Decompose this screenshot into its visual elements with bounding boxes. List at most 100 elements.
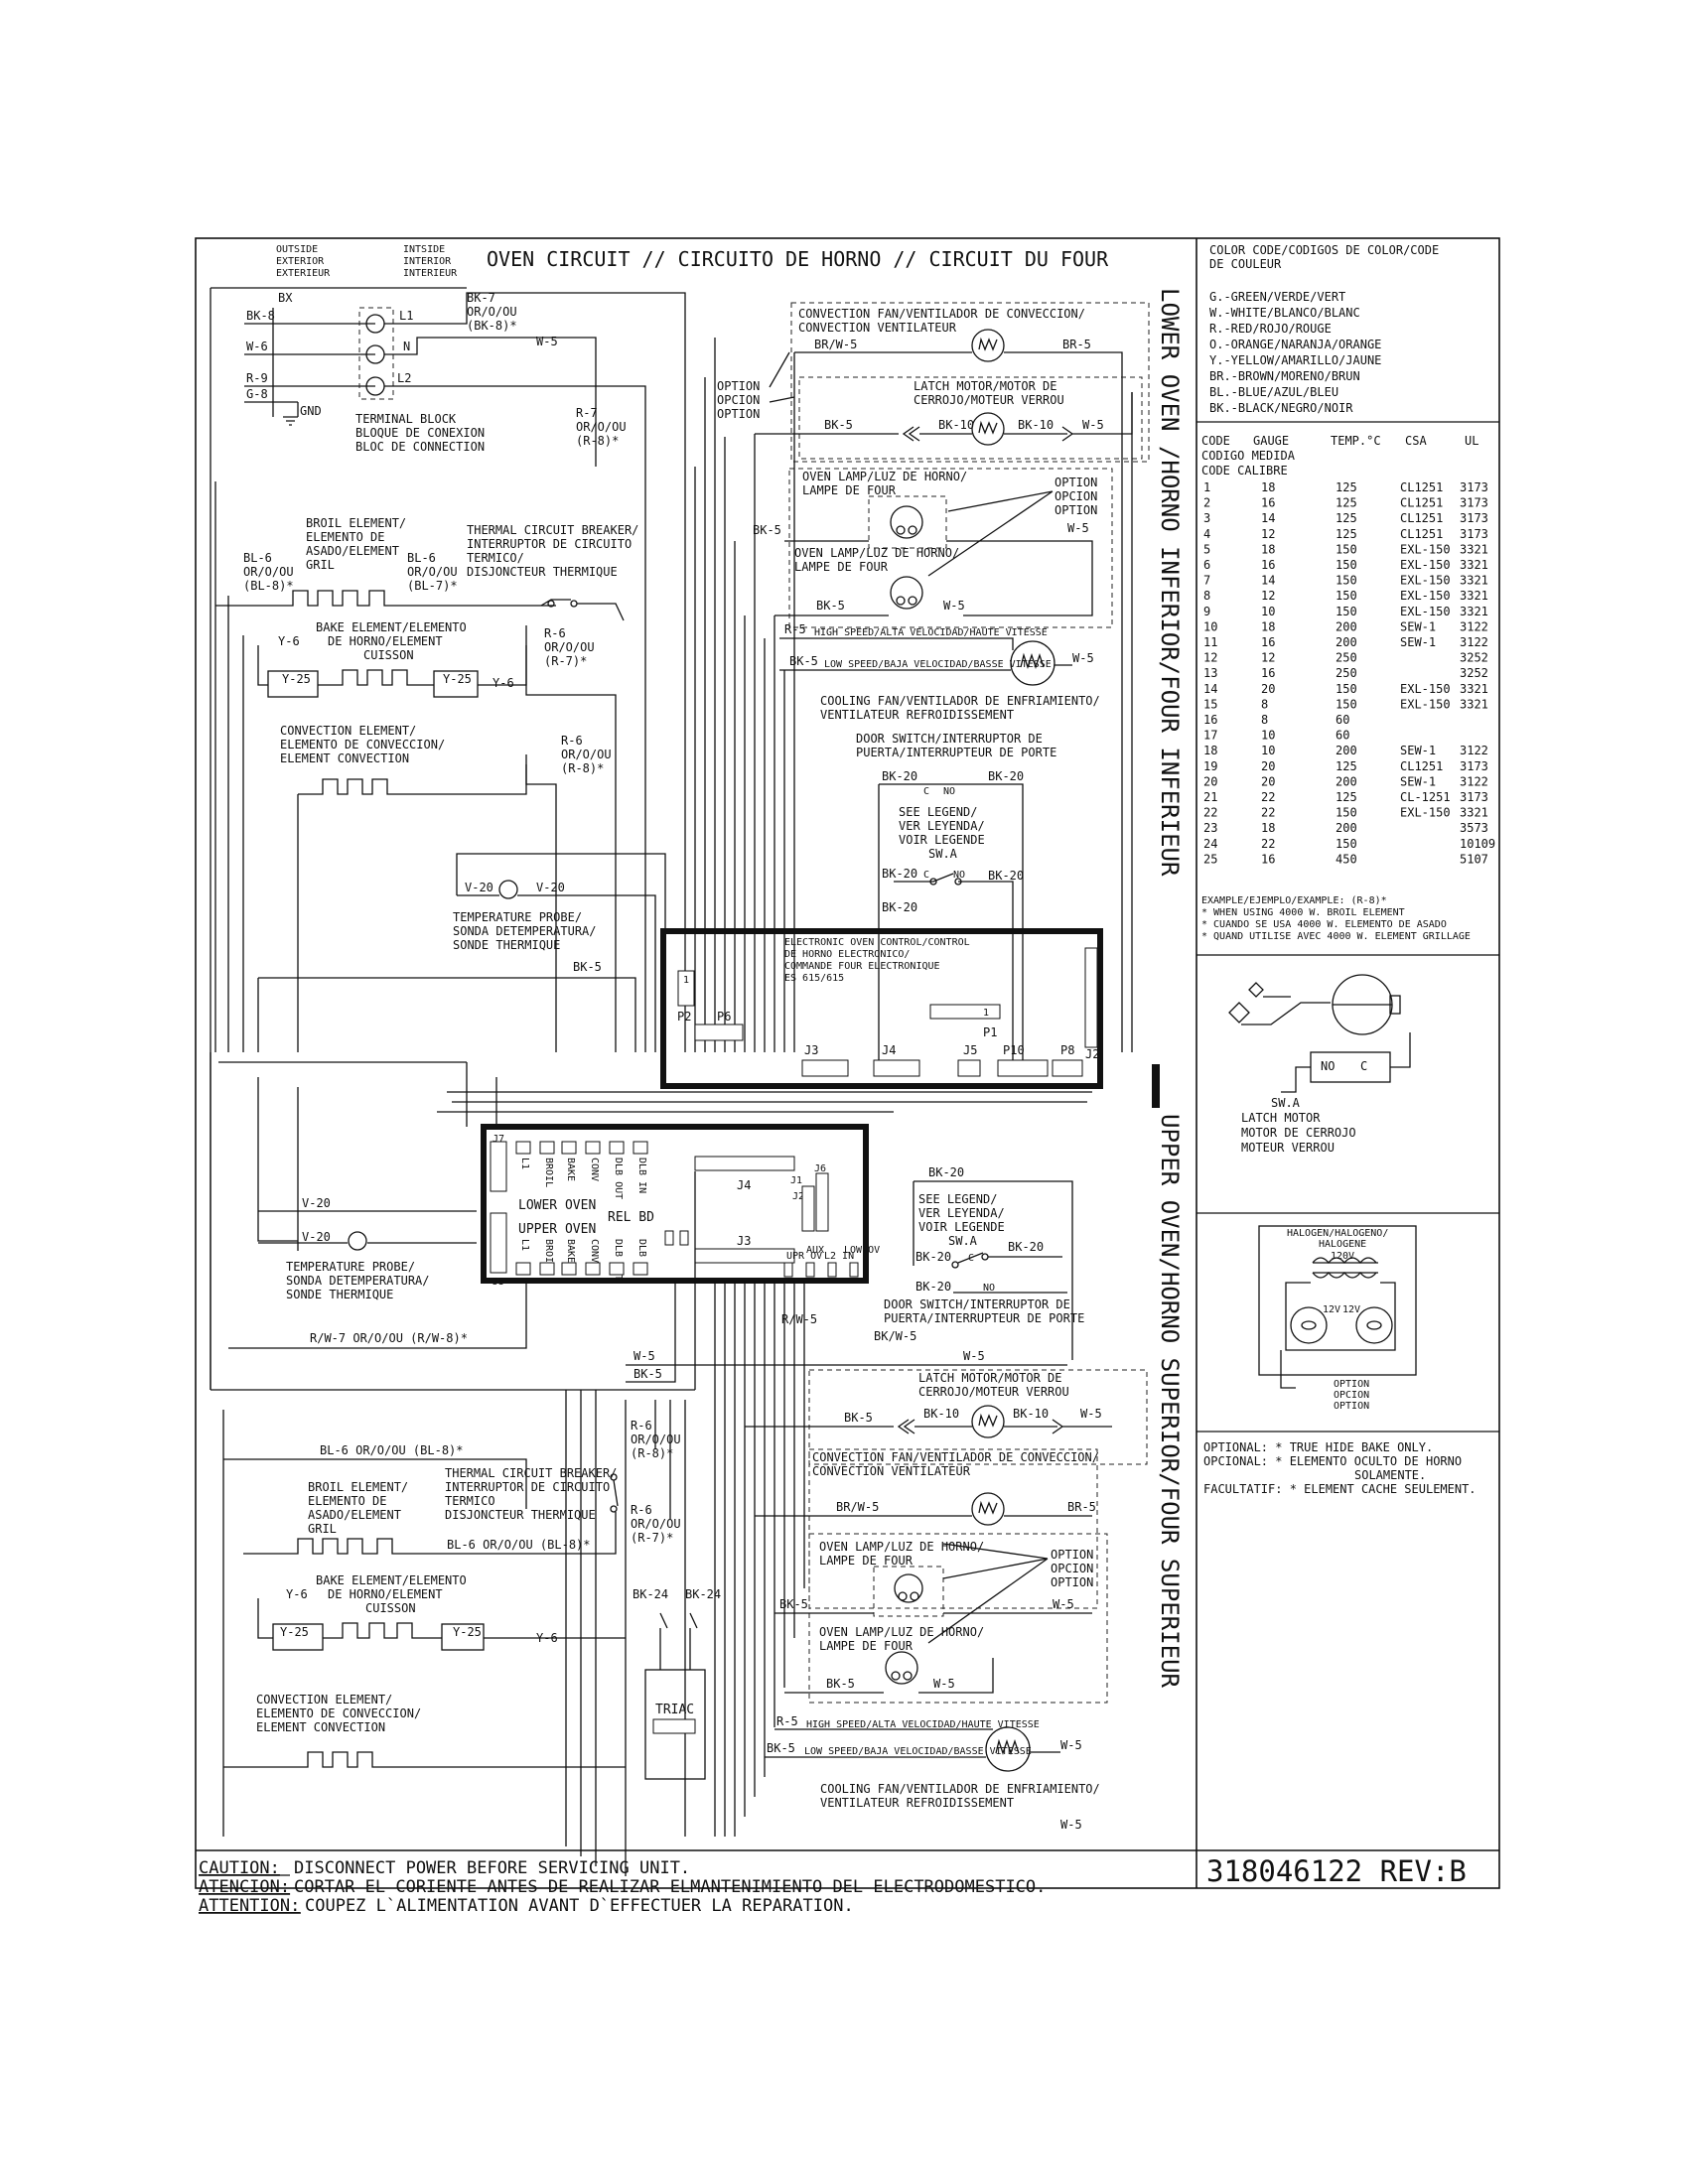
outer-frame xyxy=(195,237,1500,1889)
svg-text:BK-5: BK-5 xyxy=(816,599,845,613)
gauge-cell: 1 xyxy=(1203,480,1210,494)
bx-label: BX xyxy=(278,291,293,305)
upper-rw7-label: R/W-7 OR/O/OU (R/W-8)* xyxy=(310,1331,468,1345)
svg-text:GRIL: GRIL xyxy=(308,1522,337,1536)
gauge-cell: 125 xyxy=(1336,759,1357,773)
connector-j3: J3 xyxy=(804,1043,818,1057)
bk7-label-2: OR/O/OU xyxy=(467,305,517,319)
svg-text:W-5: W-5 xyxy=(1067,521,1089,535)
svg-text:J6: J6 xyxy=(814,1163,826,1174)
svg-text:TERMICO/: TERMICO/ xyxy=(467,551,524,565)
terminal-block-label-1: TERMINAL BLOCK xyxy=(355,412,457,426)
svg-text:1: 1 xyxy=(983,1008,989,1019)
upper-bkw5-label: BK/W-5 xyxy=(874,1329,916,1343)
gauge-cell: 22 xyxy=(1203,806,1217,820)
gauge-cell: 10 xyxy=(1203,619,1217,633)
svg-text:COLOR CODE/CODIGOS DE COLOR/CO: COLOR CODE/CODIGOS DE COLOR/CODE xyxy=(1209,243,1439,257)
terminal-block-label-3: BLOC DE CONNECTION xyxy=(355,440,485,454)
svg-text:V-20: V-20 xyxy=(465,881,493,894)
optional-notes: OPTIONAL: * TRUE HIDE BAKE ONLY. OPCIONA… xyxy=(1203,1440,1477,1496)
gauge-cell: 150 xyxy=(1336,697,1357,711)
gauge-cell: EXL-150 xyxy=(1400,574,1451,588)
svg-text:SEE LEGEND/: SEE LEGEND/ xyxy=(899,805,977,819)
gauge-cell: 20 xyxy=(1261,682,1275,696)
svg-text:ELEMENTO DE CONVECCION/: ELEMENTO DE CONVECCION/ xyxy=(256,1706,421,1720)
svg-text:OPCION: OPCION xyxy=(1334,1390,1369,1401)
svg-text:BK-20: BK-20 xyxy=(928,1165,964,1179)
svg-text:CODIGO MEDIDA: CODIGO MEDIDA xyxy=(1201,449,1296,463)
svg-text:BR-5: BR-5 xyxy=(1067,1500,1096,1514)
svg-text:ASADO/ELEMENT: ASADO/ELEMENT xyxy=(306,544,399,558)
r7-label-1: R-7 xyxy=(576,406,598,420)
gauge-cell: 16 xyxy=(1261,496,1275,510)
svg-text:BK-20: BK-20 xyxy=(882,769,917,783)
svg-text:R-5: R-5 xyxy=(784,622,806,636)
inside-label-2: INTERIOR xyxy=(403,256,452,267)
svg-text:COOLING FAN/VENTILADOR DE ENFR: COOLING FAN/VENTILADOR DE ENFRIAMIENTO/ xyxy=(820,1782,1100,1796)
gauge-cell: 20 xyxy=(1203,774,1217,788)
svg-text:1: 1 xyxy=(683,975,689,986)
outside-label-1: OUTSIDE xyxy=(276,244,318,255)
svg-text:BK-10: BK-10 xyxy=(938,418,974,432)
svg-text:LAMPE DE FOUR: LAMPE DE FOUR xyxy=(802,483,897,497)
svg-text:W-5: W-5 xyxy=(1072,651,1094,665)
svg-text:COUPEZ L`ALIMENTATION AVANT D`: COUPEZ L`ALIMENTATION AVANT D`EFFECTUER … xyxy=(305,1896,854,1916)
svg-text:MOTOR DE CERROJO: MOTOR DE CERROJO xyxy=(1241,1126,1356,1140)
svg-text:LAMPE DE FOUR: LAMPE DE FOUR xyxy=(794,560,889,574)
gauge-cell: 25 xyxy=(1203,852,1217,866)
wire-bk8: BK-8 xyxy=(246,309,275,323)
svg-text:DISJONCTEUR THERMIQUE: DISJONCTEUR THERMIQUE xyxy=(467,565,618,579)
terminal-l2-label: L2 xyxy=(397,371,411,385)
svg-text:DE COULEUR: DE COULEUR xyxy=(1209,257,1282,271)
gauge-cell: 22 xyxy=(1261,837,1275,851)
gauge-cell: 20 xyxy=(1261,759,1275,773)
upper-r6b-1: R-6 xyxy=(631,1503,652,1517)
upper-w5-label: W-5 xyxy=(963,1349,985,1363)
svg-text:CERROJO/MOTEUR VERROU: CERROJO/MOTEUR VERROU xyxy=(918,1385,1069,1399)
upper-r6b-3: (R-7)* xyxy=(631,1531,673,1545)
lower-r6b-2: OR/O/OU xyxy=(561,748,612,761)
lower-thermal-breaker: THERMAL CIRCUIT BREAKER/ INTERRUPTOR DE … xyxy=(467,523,638,621)
halogen-bulb-right-icon xyxy=(1355,1306,1393,1344)
svg-text:BK-10: BK-10 xyxy=(923,1407,959,1421)
gauge-cell: 150 xyxy=(1336,806,1357,820)
gauge-cell: 125 xyxy=(1336,511,1357,525)
upper-probe-icon xyxy=(348,1231,367,1251)
svg-text:V-20: V-20 xyxy=(536,881,565,894)
svg-text:SONDE THERMIQUE: SONDE THERMIQUE xyxy=(453,938,560,952)
svg-text:INTERRUPTOR DE CIRCUITO: INTERRUPTOR DE CIRCUITO xyxy=(445,1480,610,1494)
svg-text:ELEMENT CONVECTION: ELEMENT CONVECTION xyxy=(280,751,409,765)
upper-conv-fan-icon xyxy=(971,1492,1005,1526)
gauge-cell: 3321 xyxy=(1460,806,1488,820)
lower-bake-element: BAKE ELEMENT/ELEMENTO DE HORNO/ELEMENT C… xyxy=(257,620,527,698)
svg-text:OVEN LAMP/LUZ DE HORNO/: OVEN LAMP/LUZ DE HORNO/ xyxy=(819,1625,984,1639)
svg-text:W-5: W-5 xyxy=(1082,418,1104,432)
svg-text:C: C xyxy=(968,1253,974,1264)
svg-text:DOOR SWITCH/INTERRUPTOR DE: DOOR SWITCH/INTERRUPTOR DE xyxy=(856,732,1043,746)
svg-text:J1: J1 xyxy=(790,1175,802,1186)
svg-text:BK-5: BK-5 xyxy=(753,523,781,537)
gauge-cell: 60 xyxy=(1336,713,1349,727)
gauge-cell: 200 xyxy=(1336,635,1357,649)
svg-text:DISJONCTEUR THERMIQUE: DISJONCTEUR THERMIQUE xyxy=(445,1508,596,1522)
svg-text:BK-5: BK-5 xyxy=(767,1741,795,1755)
svg-text:NO: NO xyxy=(1321,1059,1335,1073)
svg-text:BK-20: BK-20 xyxy=(882,867,917,881)
lower-r6b-3: (R-8)* xyxy=(561,761,604,775)
gauge-cell: 3321 xyxy=(1460,542,1488,556)
lower-r6a-3: (R-7)* xyxy=(544,654,587,668)
upper-oven-lamp-2: OVEN LAMP/LUZ DE HORNO/ LAMPE DE FOUR BK… xyxy=(784,1625,994,1694)
svg-text:CUISSON: CUISSON xyxy=(363,648,414,662)
gauge-cell: 3173 xyxy=(1460,790,1488,804)
svg-text:ELEMENT CONVECTION: ELEMENT CONVECTION xyxy=(256,1720,385,1734)
svg-text:J3: J3 xyxy=(737,1234,751,1248)
lower-r6b-1: R-6 xyxy=(561,734,583,748)
svg-text:CONVECTION VENTILATEUR: CONVECTION VENTILATEUR xyxy=(812,1464,971,1478)
svg-text:BK-20: BK-20 xyxy=(915,1250,951,1264)
svg-text:LOW OV: LOW OV xyxy=(844,1245,880,1256)
gauge-cell: 3173 xyxy=(1460,511,1488,525)
svg-text:Y-25: Y-25 xyxy=(280,1625,309,1639)
svg-text:BK-5: BK-5 xyxy=(826,1677,855,1691)
svg-text:LOW SPEED/BAJA VELOCIDAD/BASSE: LOW SPEED/BAJA VELOCIDAD/BASSE VITESSE xyxy=(824,659,1052,670)
upper-thermal-breaker: THERMAL CIRCUIT BREAKER/ INTERRUPTOR DE … xyxy=(445,1466,619,1522)
